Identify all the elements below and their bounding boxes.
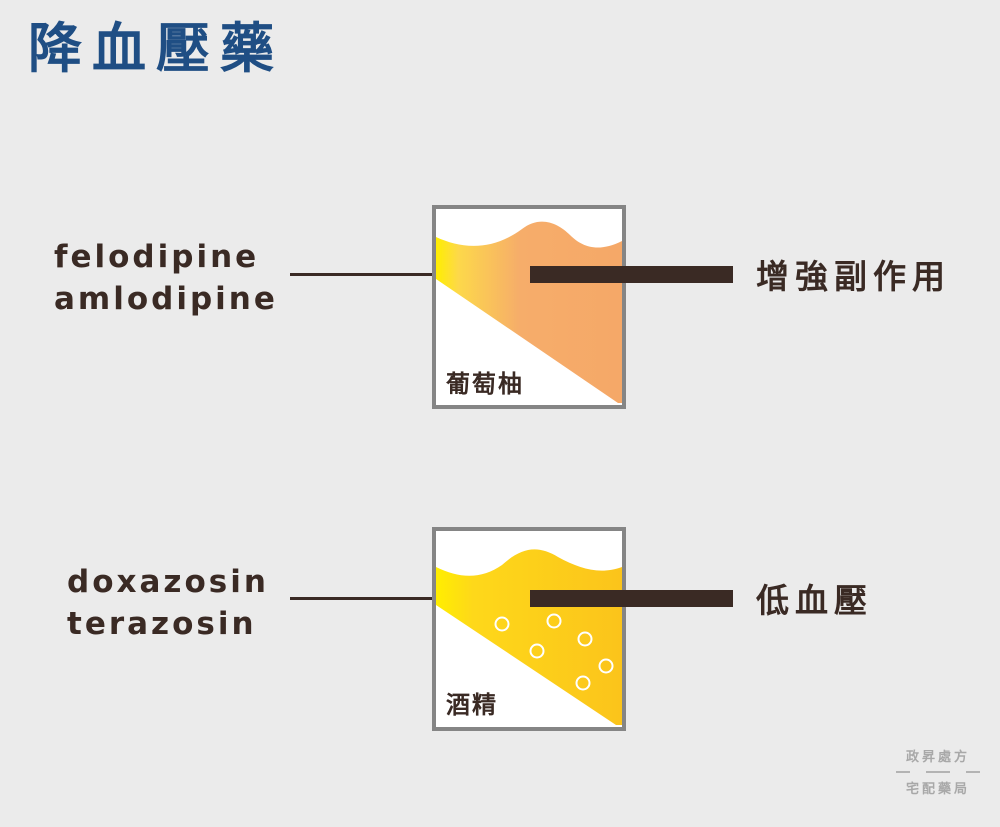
bubble-icon — [494, 616, 510, 632]
effect-arrow-bar — [530, 266, 733, 283]
drug-list-grapefruit: felodipine amlodipine — [54, 236, 278, 320]
watermark-line-1: 政昇處方 — [905, 750, 970, 765]
page-title: 降血壓藥 — [28, 17, 284, 80]
bubble-icon — [577, 631, 593, 647]
bubble-icon — [598, 658, 614, 674]
drug-name: amlodipine — [54, 281, 278, 317]
connector-line — [290, 273, 530, 276]
watermark-divider — [896, 771, 980, 773]
bubble-icon — [546, 613, 562, 629]
pharmacy-watermark: 政昇處方 宅配藥局 — [893, 746, 983, 797]
effect-arrow-bar — [530, 590, 733, 607]
drug-list-alcohol: doxazosin terazosin — [67, 561, 269, 645]
cup-label-alcohol: 酒精 — [446, 691, 498, 719]
connector-line — [290, 597, 530, 600]
bubble-icon — [575, 675, 591, 691]
cup-label-grapefruit: 葡萄柚 — [446, 370, 524, 398]
drug-name: terazosin — [67, 606, 257, 642]
drug-name: doxazosin — [67, 564, 269, 600]
watermark-line-2: 宅配藥局 — [905, 782, 970, 797]
effect-label-side-effects: 增強副作用 — [756, 257, 951, 296]
effect-label-hypotension: 低血壓 — [756, 581, 873, 620]
drug-name: felodipine — [54, 239, 260, 275]
bubble-icon — [529, 643, 545, 659]
